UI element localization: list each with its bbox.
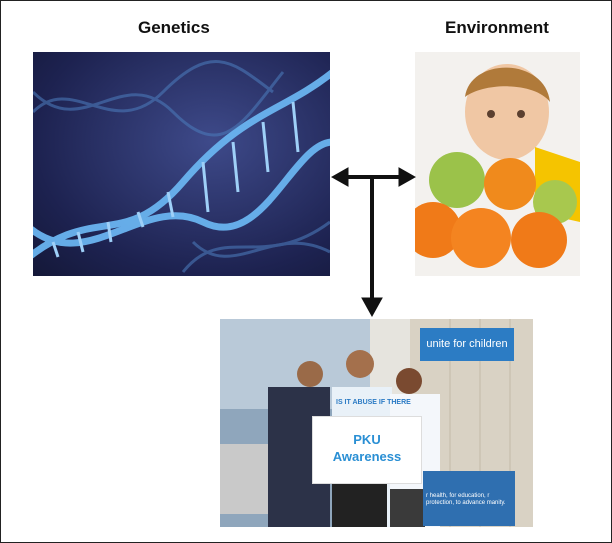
pku-sign: PKU Awareness [312,416,422,484]
booth-sign: unite for children [420,328,514,361]
sign-line-1: PKU [353,432,381,447]
environment-label: Environment [445,18,549,37]
child-with-fruit-image [415,52,580,276]
sign-line-2: Awareness [332,449,402,464]
booth-banner: r health, for education, r protection, t… [423,471,515,526]
pku-awareness-photo: IS IT ABUSE IF THERE PKU Awareness unite… [220,319,533,527]
shirt-text: IS IT ABUSE IF THERE [336,399,411,406]
genetics-label: Genetics [138,18,210,37]
dna-helix-image [33,52,330,276]
